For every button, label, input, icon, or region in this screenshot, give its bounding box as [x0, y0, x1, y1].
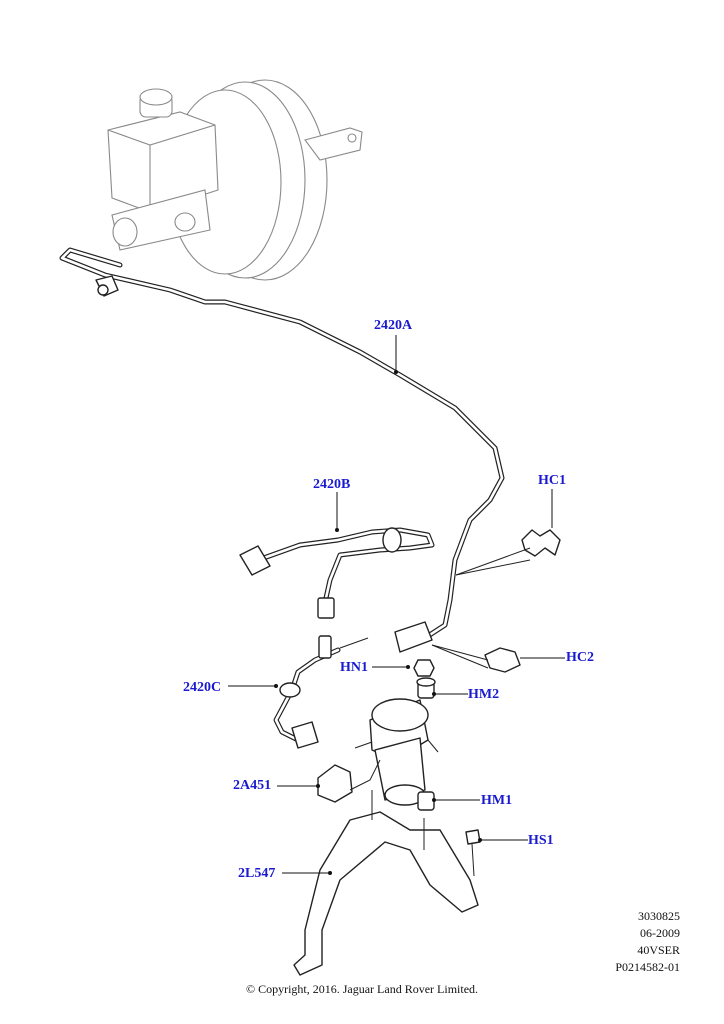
vacuum-pipe-2420A — [59, 247, 505, 653]
callout-hn1[interactable]: HN1 — [340, 660, 368, 675]
connector-2A451 — [317, 759, 381, 803]
callout-hm1[interactable]: HM1 — [481, 793, 513, 808]
callout-2L547[interactable]: 2L547 — [238, 866, 276, 881]
callout-hc1[interactable]: HC1 — [538, 473, 566, 488]
callout-2420A[interactable]: 2420A — [374, 318, 413, 333]
vacuum-pump — [354, 698, 439, 806]
bracket-2L547 — [293, 790, 479, 976]
reference-series: 40VSER — [637, 943, 680, 957]
callout-hc2[interactable]: HC2 — [566, 650, 594, 665]
mount-hm1 — [417, 791, 435, 811]
reference-number: 3030825 — [638, 909, 680, 923]
callout-2420B[interactable]: 2420B — [313, 477, 351, 492]
clip-hc1 — [455, 529, 561, 576]
reference-date: 06-2009 — [640, 926, 680, 940]
callout-hm2[interactable]: HM2 — [468, 687, 500, 702]
callout-2420C[interactable]: 2420C — [183, 680, 222, 695]
master-cylinder — [107, 88, 219, 251]
vacuum-pipe-2420B — [239, 527, 435, 619]
clip-hc2 — [431, 644, 521, 673]
copyright-notice: © Copyright, 2016. Jaguar Land Rover Lim… — [245, 982, 479, 996]
callout-2A451[interactable]: 2A451 — [233, 778, 272, 793]
nut-hn1 — [413, 659, 435, 677]
mount-hm2 — [416, 677, 436, 699]
callout-hs1[interactable]: HS1 — [528, 833, 554, 848]
illustration-reference: 3030825 06-2009 40VSER P0214582-01 — [560, 908, 680, 976]
vacuum-pipe-2420C — [273, 635, 369, 749]
reference-code: P0214582-01 — [615, 960, 680, 974]
screw-hs1 — [465, 829, 481, 877]
leader-lines — [228, 335, 565, 875]
